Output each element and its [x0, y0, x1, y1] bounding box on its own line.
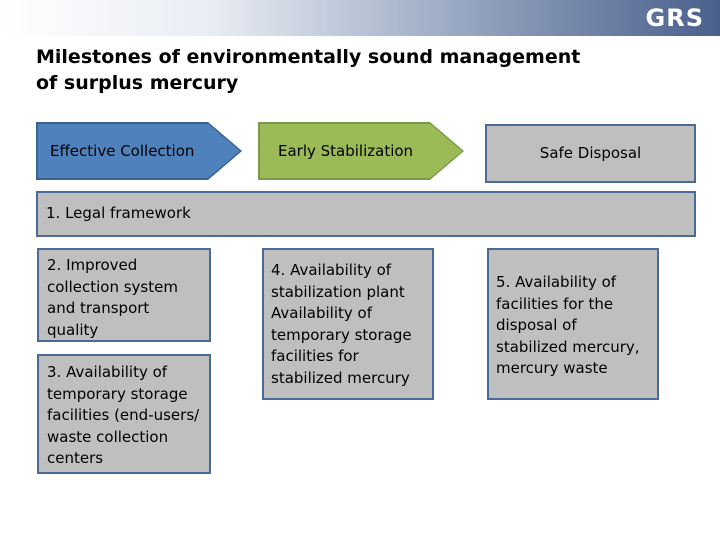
- early-stabilization-arrow: Early Stabilization: [260, 124, 462, 178]
- legal-framework-box: 1. Legal framework: [36, 191, 696, 237]
- temporary-storage-box: 3. Availability of temporary storage fac…: [37, 354, 211, 474]
- stabilization-plant-text: 4. Availability of stabilization plant A…: [271, 261, 412, 387]
- slide-title: Milestones of environmentally sound mana…: [36, 44, 676, 96]
- temporary-storage-text: 3. Availability of temporary storage fac…: [47, 363, 200, 467]
- improved-collection-text: 2. Improved collection system and transp…: [47, 256, 178, 339]
- title-line-1: Milestones of environmentally sound mana…: [36, 46, 581, 68]
- grs-logo: GRS: [645, 4, 704, 32]
- effective-collection-label: Effective Collection: [50, 142, 195, 160]
- early-stabilization-label: Early Stabilization: [278, 142, 414, 160]
- header-bar: GRS: [0, 0, 720, 36]
- disposal-facilities-text: 5. Availability of facilities for the di…: [496, 273, 640, 377]
- legal-framework-text: 1. Legal framework: [46, 204, 191, 223]
- safe-disposal-box: Safe Disposal: [485, 124, 696, 183]
- safe-disposal-label: Safe Disposal: [539, 143, 642, 162]
- effective-collection-arrow: Effective Collection: [38, 124, 240, 178]
- stabilization-plant-box: 4. Availability of stabilization plant A…: [262, 248, 434, 400]
- improved-collection-box: 2. Improved collection system and transp…: [37, 248, 211, 342]
- title-line-2: of surplus mercury: [36, 72, 239, 94]
- disposal-facilities-box: 5. Availability of facilities for the di…: [487, 248, 659, 400]
